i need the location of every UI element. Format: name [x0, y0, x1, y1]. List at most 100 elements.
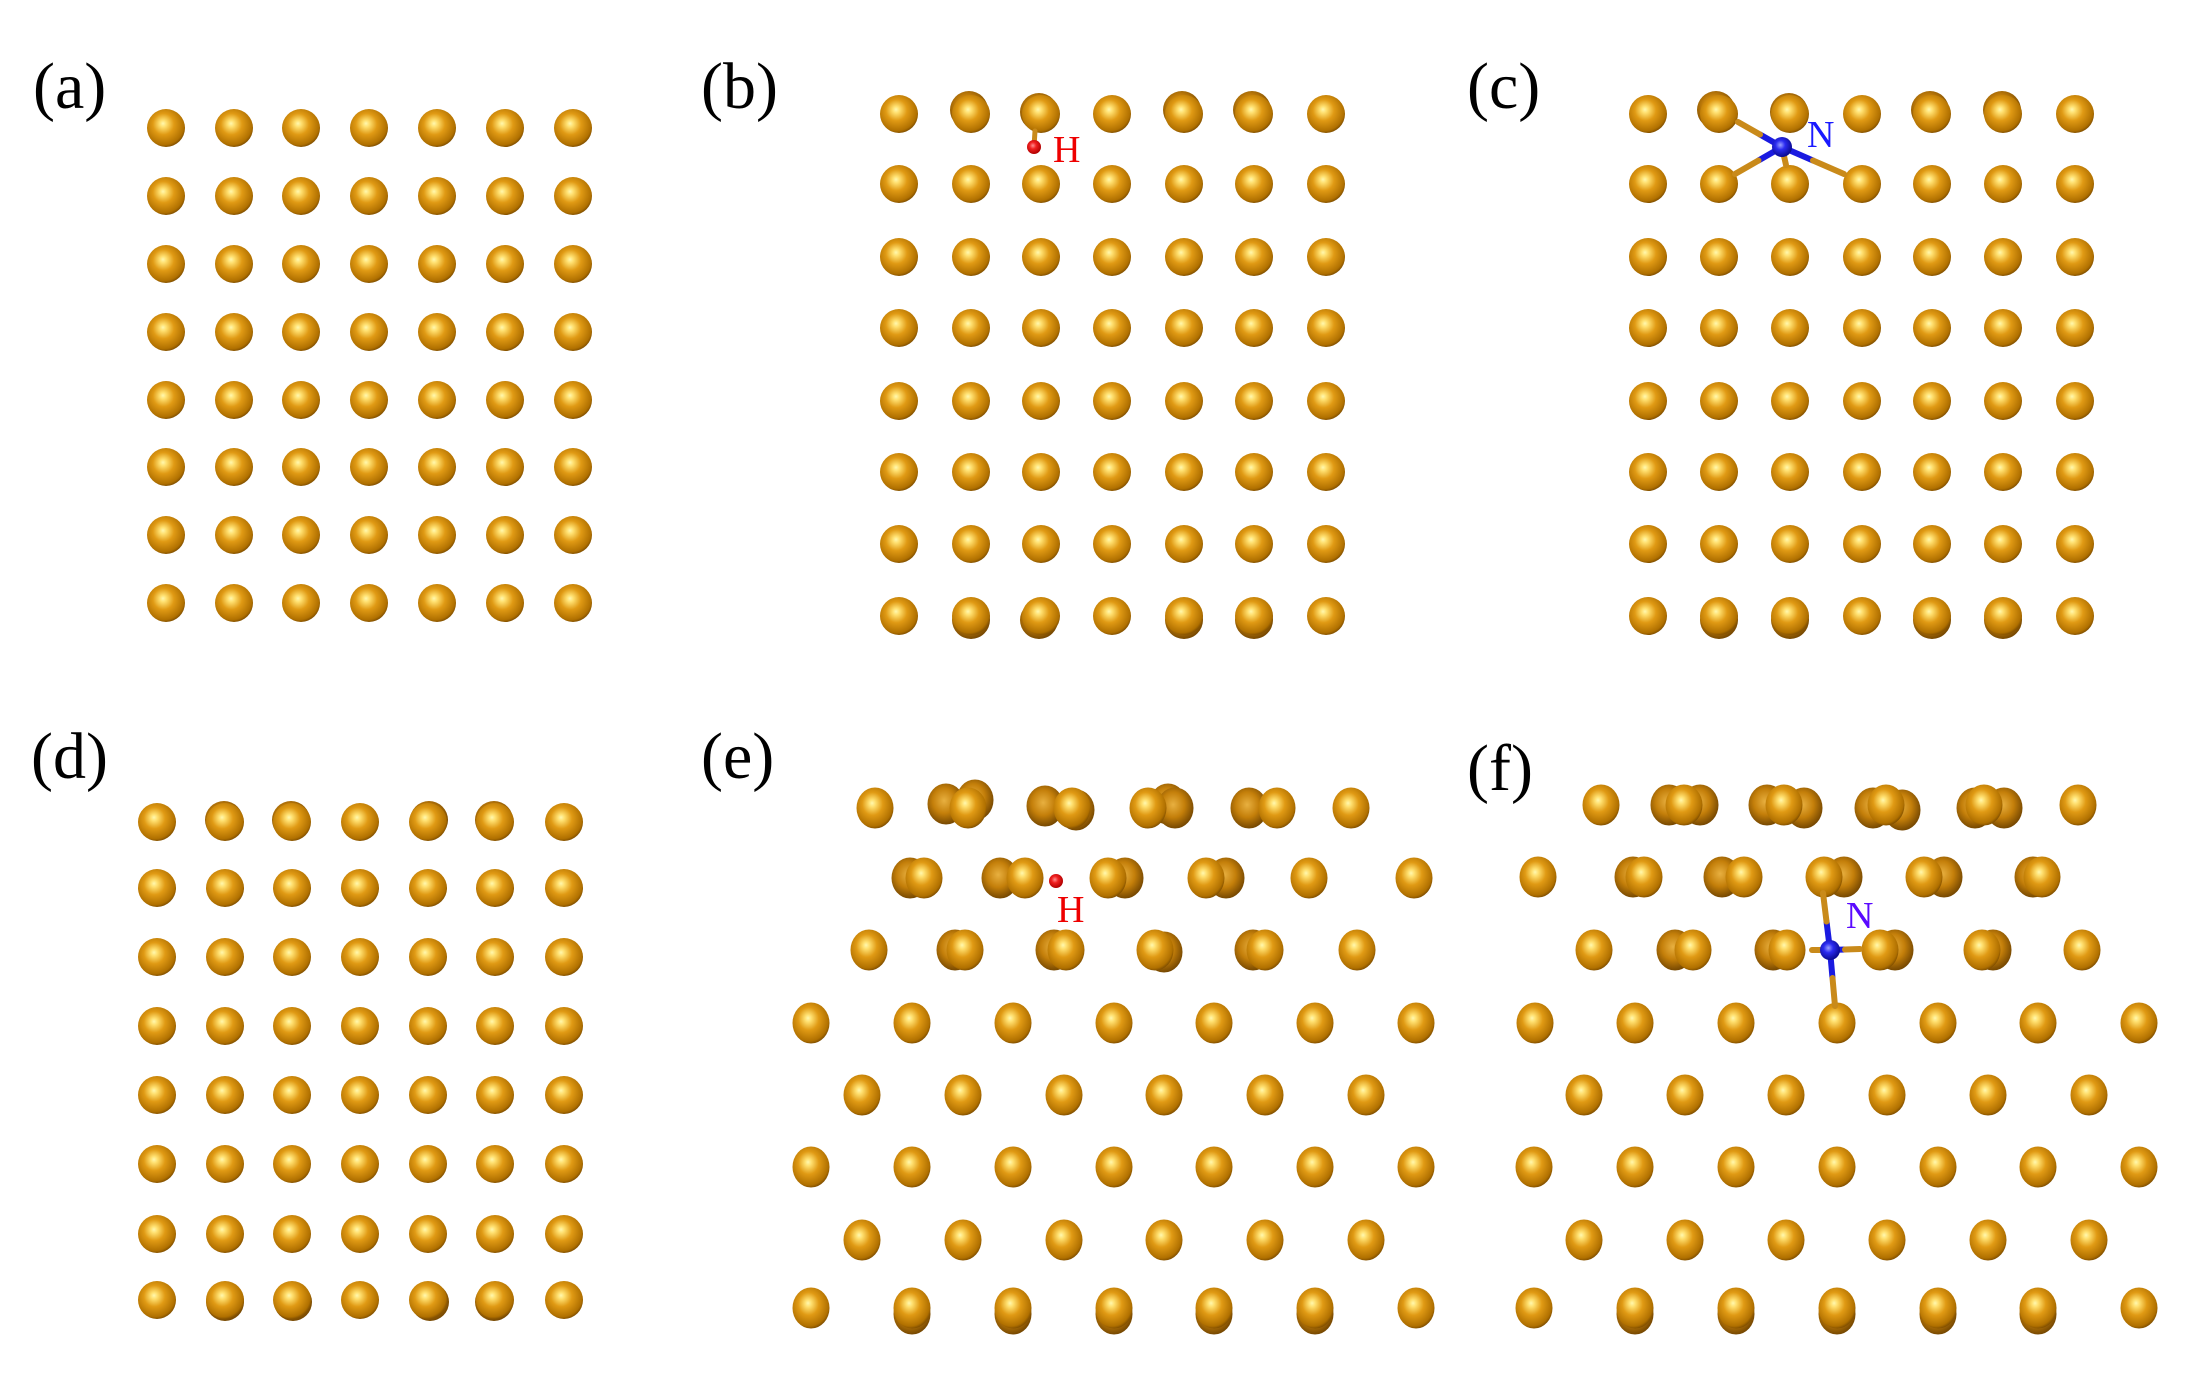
metal-atom	[1235, 238, 1273, 276]
bond-metal-half	[1781, 153, 1789, 168]
nitrogen-adsorbate	[1809, 890, 1863, 1009]
metal-atom	[486, 381, 524, 419]
metal-atom	[147, 448, 185, 486]
metal-atom	[893, 1002, 931, 1044]
metal-atom	[1165, 382, 1203, 420]
metal-atom	[545, 869, 583, 907]
metal-atom	[486, 448, 524, 486]
metal-atom	[206, 1215, 244, 1253]
metal-atom	[1665, 784, 1703, 826]
metal-atom	[2019, 1287, 2057, 1329]
metal-atom	[1905, 856, 1943, 898]
metal-atom	[554, 109, 592, 147]
metal-atom	[545, 803, 583, 841]
metal-atom	[1093, 309, 1131, 347]
metal-atom	[1145, 1219, 1183, 1261]
metal-atom	[138, 1281, 176, 1319]
metal-atom	[949, 787, 987, 829]
metal-atom	[1258, 787, 1296, 829]
metal-atom	[418, 381, 456, 419]
metal-atom	[418, 109, 456, 147]
metal-atom	[952, 597, 990, 635]
bond-metal-half	[1732, 157, 1762, 177]
metal-atom	[418, 516, 456, 554]
metal-atom	[1296, 1002, 1334, 1044]
metal-atom	[1093, 95, 1131, 133]
metal-atom	[1047, 929, 1085, 971]
metal-atom	[418, 584, 456, 622]
metal-atom	[1984, 165, 2022, 203]
metal-atom	[350, 381, 388, 419]
metal-atom	[944, 1074, 982, 1116]
metal-atom	[2056, 238, 2094, 276]
metal-atom	[1296, 1287, 1334, 1329]
metal-atom	[1095, 1002, 1133, 1044]
metal-atom	[1771, 453, 1809, 491]
metal-atom	[1963, 929, 2001, 971]
metal-atom	[486, 584, 524, 622]
metal-atom	[341, 1281, 379, 1319]
metal-atom	[554, 177, 592, 215]
metal-atom	[147, 177, 185, 215]
metal-atom	[545, 1007, 583, 1045]
hydrogen-adsorbate	[1027, 128, 1041, 154]
metal-atom	[1700, 309, 1738, 347]
metal-atom	[273, 1145, 311, 1183]
metal-atom	[1307, 309, 1345, 347]
metal-atom	[350, 313, 388, 351]
panel-c: (c) N	[1467, 50, 2094, 639]
metal-atom	[554, 448, 592, 486]
panel-b: (b) H	[701, 50, 1345, 639]
panel-d: (d)	[31, 720, 583, 1321]
metal-atom	[147, 381, 185, 419]
metal-atom	[1818, 1002, 1856, 1044]
metal-atom	[1006, 857, 1044, 899]
metal-atom	[486, 516, 524, 554]
metal-atom	[1022, 453, 1060, 491]
metal-atom	[2063, 929, 2101, 971]
metal-atom	[147, 313, 185, 351]
metal-atom	[273, 869, 311, 907]
metal-atom	[1195, 1002, 1233, 1044]
metal-atom	[2056, 382, 2094, 420]
metal-atom	[409, 1281, 447, 1319]
metal-atom	[486, 109, 524, 147]
metal-atom	[2059, 784, 2097, 826]
metal-atom	[792, 1002, 830, 1044]
metal-atom	[273, 1076, 311, 1114]
metal-atom	[341, 803, 379, 841]
metal-atom	[1666, 1074, 1704, 1116]
metal-atom	[1717, 1287, 1755, 1329]
metal-atom	[273, 803, 311, 841]
bond-metal-half	[1810, 157, 1847, 177]
metal-atom	[1565, 1219, 1603, 1261]
metal-atom	[282, 381, 320, 419]
metal-atom	[2120, 1287, 2158, 1329]
metal-atom	[554, 313, 592, 351]
hydrogen-adsorbate	[1049, 874, 1063, 888]
metal-atom	[880, 382, 918, 420]
metal-atom	[1089, 857, 1127, 899]
metal-atom	[1629, 309, 1667, 347]
metal-atom	[1913, 309, 1951, 347]
metal-atom	[476, 1281, 514, 1319]
metal-atom-back	[1026, 785, 1064, 827]
metal-atom	[1095, 1146, 1133, 1188]
metal-atom	[1843, 597, 1881, 635]
metal-atom	[952, 165, 990, 203]
metal-atom	[282, 584, 320, 622]
metal-atom	[554, 516, 592, 554]
metal-atom	[1338, 929, 1376, 971]
metal-atom	[1045, 1219, 1083, 1261]
metal-atom	[206, 803, 244, 841]
metal-atom	[215, 381, 253, 419]
metal-atom	[1565, 1074, 1603, 1116]
metal-atom-layer	[147, 109, 592, 622]
nitrogen-adsorbate	[1732, 119, 1847, 177]
metal-atom	[850, 929, 888, 971]
metal-atom	[1022, 238, 1060, 276]
metal-atom	[1165, 453, 1203, 491]
metal-atom	[994, 1287, 1032, 1329]
metal-atom	[1843, 309, 1881, 347]
